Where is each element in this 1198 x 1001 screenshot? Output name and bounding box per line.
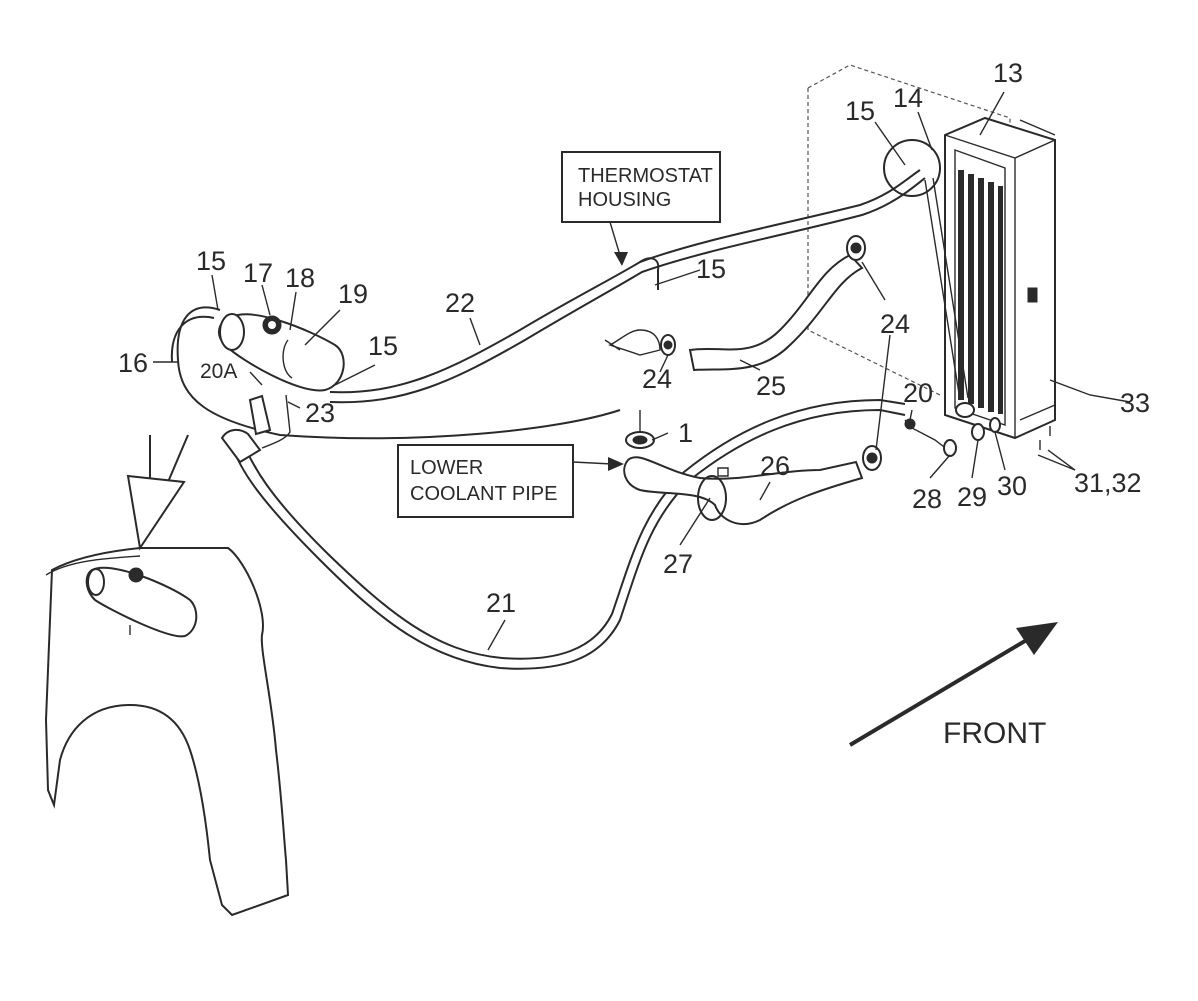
callout-25: 25: [756, 371, 786, 401]
callout-33: 33: [1120, 388, 1150, 418]
hood: [44, 547, 290, 917]
callout-27: 27: [663, 549, 693, 579]
thermostat-housing-box: THERMOSTAT HOUSING: [561, 151, 721, 266]
callout-13: 13: [993, 58, 1023, 88]
callout-18: 18: [285, 263, 315, 293]
callout-28: 28: [912, 484, 942, 514]
vent-line-14: [883, 139, 969, 401]
callout-26: 26: [760, 451, 790, 481]
callout-29: 29: [957, 482, 987, 512]
callout-1: 1: [678, 418, 693, 448]
callout-16: 16: [118, 348, 148, 378]
hollow-arrows: [126, 434, 189, 551]
callout-17: 17: [243, 258, 273, 288]
callout-31-32: 31,32: [1074, 468, 1142, 498]
hose-25: [604, 235, 866, 372]
callout-21: 21: [486, 588, 516, 618]
lower-coolant-label-line1: LOWER: [410, 457, 483, 479]
callout-24-upper: 24: [880, 309, 910, 339]
leader-lines: [153, 91, 1131, 651]
callout-20A: 20A: [200, 360, 237, 383]
hose-21: [220, 394, 906, 670]
hose-26: [623, 410, 882, 525]
hose-16: [170, 306, 621, 440]
callout-19: 19: [338, 279, 368, 309]
callout-14: 14: [893, 83, 923, 113]
callout-24-lower: 24: [642, 364, 672, 394]
hose-22: [329, 169, 926, 404]
callout-15-thermostat: 15: [696, 254, 726, 284]
radiator: [944, 116, 1056, 440]
lower-coolant-pipe-box: LOWER COOLANT PIPE: [397, 444, 624, 518]
thermostat-label-line2: HOUSING: [578, 189, 671, 211]
callout-22: 22: [445, 288, 475, 318]
lower-coolant-label-line2: COOLANT PIPE: [410, 483, 557, 505]
callout-15-tank-side: 15: [368, 331, 398, 361]
surge-tank: [218, 313, 345, 392]
thermostat-label-line1: THERMOSTAT: [578, 165, 713, 187]
front-label: FRONT: [943, 717, 1046, 750]
callout-15-tank: 15: [196, 246, 226, 276]
callout-30: 30: [997, 471, 1027, 501]
callout-15-radiator: 15: [845, 96, 875, 126]
callout-labels: 13 14 15 15 17 18 19 15 16 20A 23 22 15 …: [118, 58, 1150, 618]
front-arrow: [848, 622, 1058, 747]
callout-20: 20: [903, 378, 933, 408]
callout-23: 23: [305, 398, 335, 428]
